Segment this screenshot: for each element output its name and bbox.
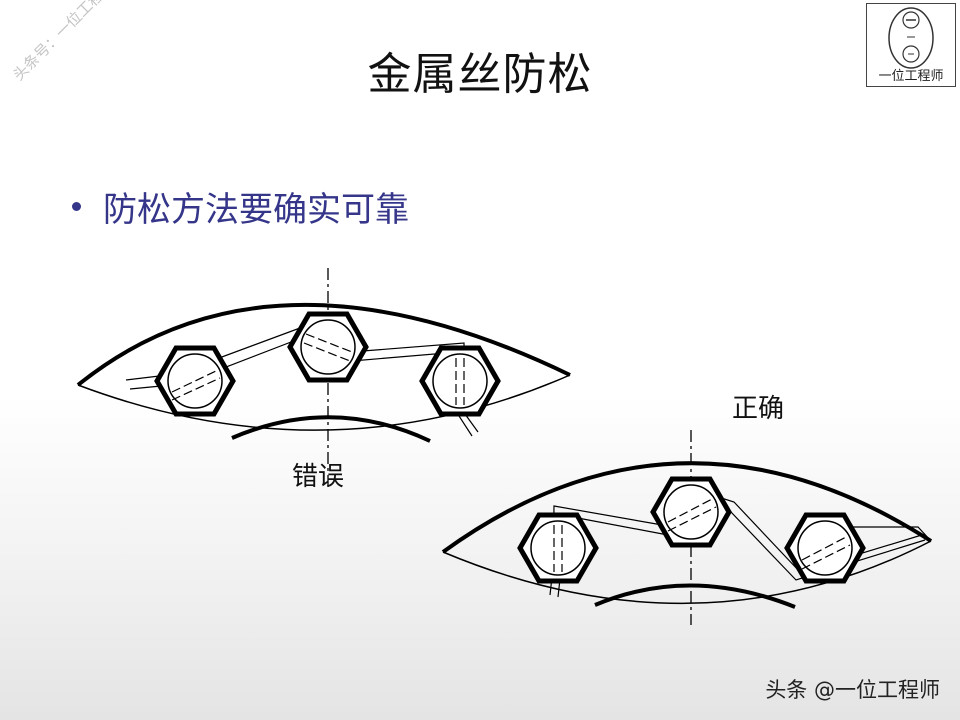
wrong-assembly: [76, 268, 571, 488]
footer-credit: 头条 @一位工程师: [765, 678, 940, 702]
correct-bolt-center: [650, 476, 732, 548]
correct-lower-arc: [594, 583, 796, 609]
wrong-outer-arc: [76, 303, 571, 387]
correct-inner-curve: [442, 540, 932, 605]
slide-title: 金属丝防松: [367, 49, 593, 100]
correct-outer-arc: [441, 461, 933, 554]
logo-text: 一位工程师: [878, 69, 944, 84]
bullet-icon: [72, 202, 81, 211]
bullet-text: 防松方法要确实可靠: [103, 190, 409, 230]
wrong-label: 错误: [292, 462, 345, 492]
wrong-bolt-center: [287, 311, 369, 383]
correct-label: 正确: [732, 394, 785, 424]
correct-bolt-right: [784, 512, 866, 584]
correct-assembly: [441, 430, 933, 625]
wrong-bolt-left: [154, 345, 236, 417]
correct-bolt-left: [517, 512, 599, 584]
wrong-lower-arc: [231, 415, 431, 443]
bullet-point: 防松方法要确实可靠: [72, 182, 409, 231]
logo: 一位工程师: [866, 3, 956, 87]
logo-emblem-icon: [888, 7, 934, 69]
wrong-inner-curve: [77, 374, 571, 431]
wrong-bolt-right: [419, 345, 501, 417]
